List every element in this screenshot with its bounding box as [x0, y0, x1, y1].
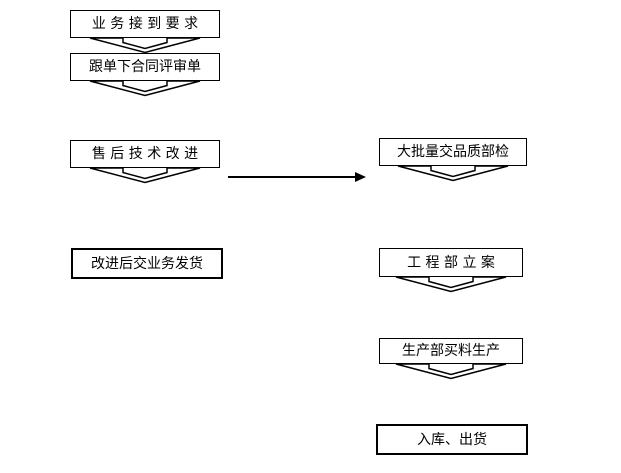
down-chevron-arrow-icon: [89, 167, 201, 184]
flow-node-quality-inspection: 大批量交品质部检: [379, 138, 527, 166]
flow-node-label: 大批量交品质部检: [397, 144, 509, 160]
flow-node-receive-request: 业 务 接 到 要 求: [70, 10, 220, 38]
flow-node-label: 改进后交业务发货: [91, 255, 203, 272]
down-chevron-arrow-icon: [89, 37, 201, 54]
flow-node-aftersales-improvement: 售 后 技 术 改 进: [70, 140, 220, 168]
flow-node-ship-after-improvement: 改进后交业务发货: [71, 248, 223, 279]
flow-node-engineering-filing: 工 程 部 立 案: [379, 248, 523, 277]
flow-node-label: 业 务 接 到 要 求: [91, 16, 199, 32]
flow-node-label: 生产部买料生产: [402, 343, 500, 359]
down-chevron-arrow-icon: [395, 276, 507, 293]
flow-node-label: 入库、出货: [417, 431, 487, 448]
flow-node-label: 跟单下合同评审单: [89, 59, 201, 75]
flow-node-warehouse-shipment: 入库、出货: [376, 424, 528, 455]
down-chevron-arrow-icon: [395, 363, 507, 380]
right-arrow-connector: [228, 172, 366, 182]
flow-node-production-purchase: 生产部买料生产: [379, 338, 523, 364]
down-chevron-arrow-icon: [397, 165, 509, 182]
flow-node-label: 工 程 部 立 案: [407, 254, 495, 271]
flow-node-contract-review: 跟单下合同评审单: [70, 53, 220, 81]
flow-node-label: 售 后 技 术 改 进: [91, 146, 199, 162]
down-chevron-arrow-icon: [89, 80, 201, 97]
